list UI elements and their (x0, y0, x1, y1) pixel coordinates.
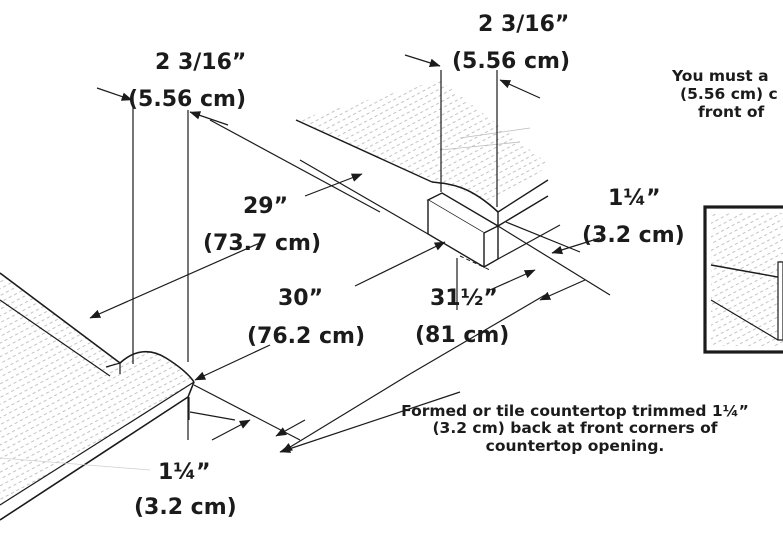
side-note-line-1: You must a (672, 68, 769, 85)
dim-30-imperial: 30” (278, 286, 324, 311)
extension-lines (132, 70, 611, 441)
dim-29-metric: (73.7 cm) (203, 231, 322, 256)
side-note-line-3: front of (698, 102, 765, 121)
right-countertop (295, 80, 561, 271)
caption-line-3: countertop opening. (485, 436, 665, 455)
dim-top-right-imperial: 2 3/16” (478, 12, 570, 37)
dim-31-imperial: 31½” (430, 286, 498, 311)
dim-30-metric: (76.2 cm) (247, 324, 366, 349)
dim-top-left-metric: (5.56 cm) (128, 87, 247, 112)
dimension-arrows (89, 54, 601, 453)
dim-top-left-imperial: 2 3/16” (155, 50, 247, 75)
caption-line-2: (3.2 cm) back at front corners of (432, 419, 718, 438)
caption-line-1: Formed or tile countertop trimmed 1¼” (401, 402, 749, 420)
dim-31-metric: (81 cm) (415, 323, 510, 348)
dim-trim-front-metric: (3.2 cm) (134, 495, 237, 520)
side-note: You must a (5.56 cm) c front of (672, 68, 783, 121)
side-note-line-2: (5.56 cm) c (680, 84, 778, 103)
dim-29-imperial: 29” (243, 194, 289, 219)
dim-top-right-metric: (5.56 cm) (452, 49, 571, 74)
dim-trim-right-metric: (3.2 cm) (582, 223, 685, 248)
inset-detail (703, 205, 783, 354)
caption-note: Formed or tile countertop trimmed 1¼” (3… (368, 402, 782, 455)
dim-trim-right-imperial: 1¼” (608, 186, 661, 211)
dim-trim-front-imperial: 1¼” (158, 460, 211, 485)
